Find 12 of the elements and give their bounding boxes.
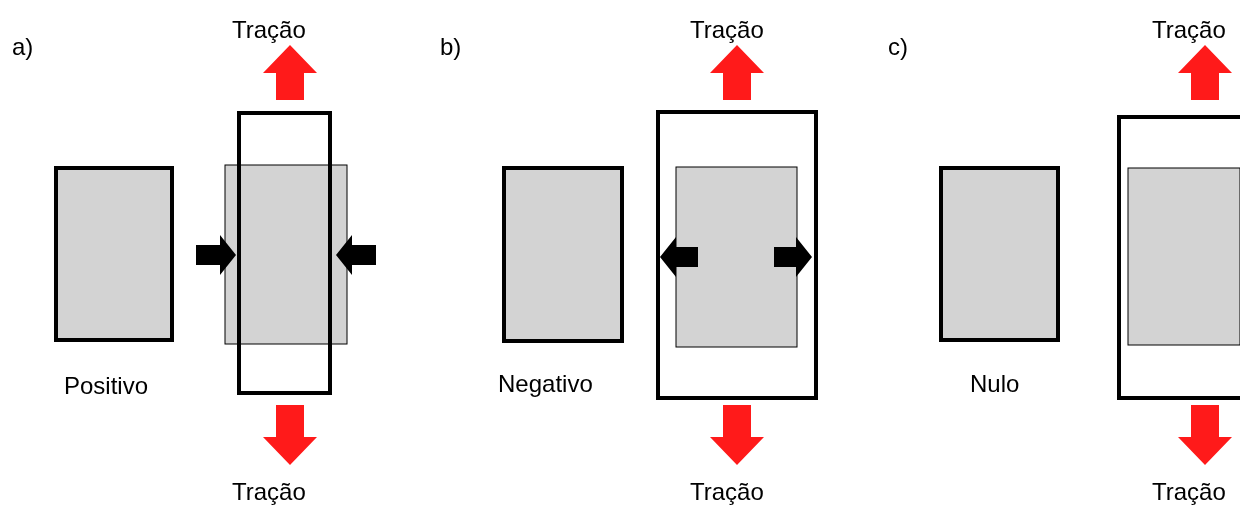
panel-letter: c) xyxy=(888,33,908,61)
force-label: Tração xyxy=(232,16,306,44)
case-label: Negativo xyxy=(498,370,593,398)
case-label: Positivo xyxy=(64,372,149,400)
panel-letter: b) xyxy=(440,33,462,61)
panel-letter: a) xyxy=(12,33,34,61)
force-label: Tração xyxy=(1152,478,1226,505)
force-label: Tração xyxy=(232,478,306,505)
force-label: Tração xyxy=(1152,16,1226,44)
case-label: Nulo xyxy=(970,370,1020,398)
force-label: Tração xyxy=(690,16,764,44)
force-label: Tração xyxy=(690,478,764,505)
